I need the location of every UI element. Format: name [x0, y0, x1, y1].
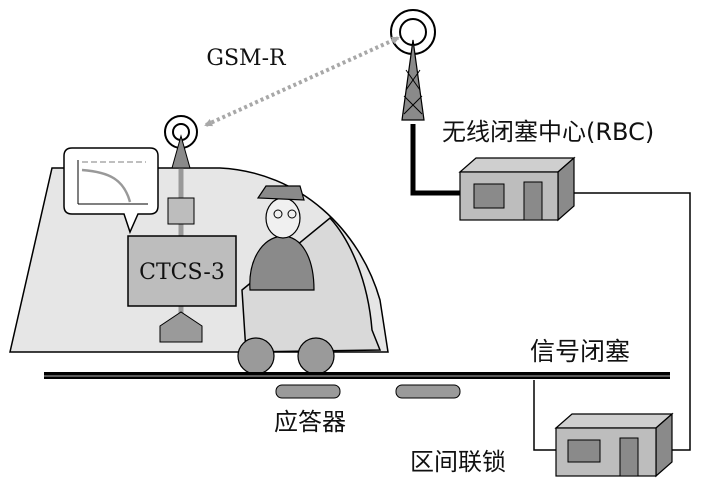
antenna-unit	[167, 197, 195, 225]
rbc-unit-icon	[458, 156, 576, 222]
balise-antenna	[159, 311, 203, 343]
gsm-r-link	[204, 36, 400, 127]
driver-icon	[249, 185, 315, 291]
track-interlocking-link	[533, 380, 556, 451]
gsm-r-label: GSM-R	[206, 46, 287, 71]
radio-tower-icon	[390, 9, 436, 121]
rbc-interlocking-link	[574, 192, 691, 451]
ctcs3-label: CTCS-3	[139, 260, 225, 285]
interlocking-label: 区间联锁	[410, 448, 506, 476]
balise-label: 应答器	[274, 408, 346, 436]
rbc-label: 无线闭塞中心(RBC)	[442, 118, 654, 146]
tower-rbc-cable	[410, 124, 460, 196]
ctcs3-box	[127, 235, 237, 307]
signal-block-label: 信号闭塞	[530, 337, 630, 366]
wheel	[297, 337, 335, 375]
balise	[275, 384, 341, 399]
wheel	[237, 337, 275, 375]
balise	[395, 384, 461, 399]
speed-curve-icon	[63, 147, 159, 235]
interlocking-unit-icon	[554, 412, 674, 478]
